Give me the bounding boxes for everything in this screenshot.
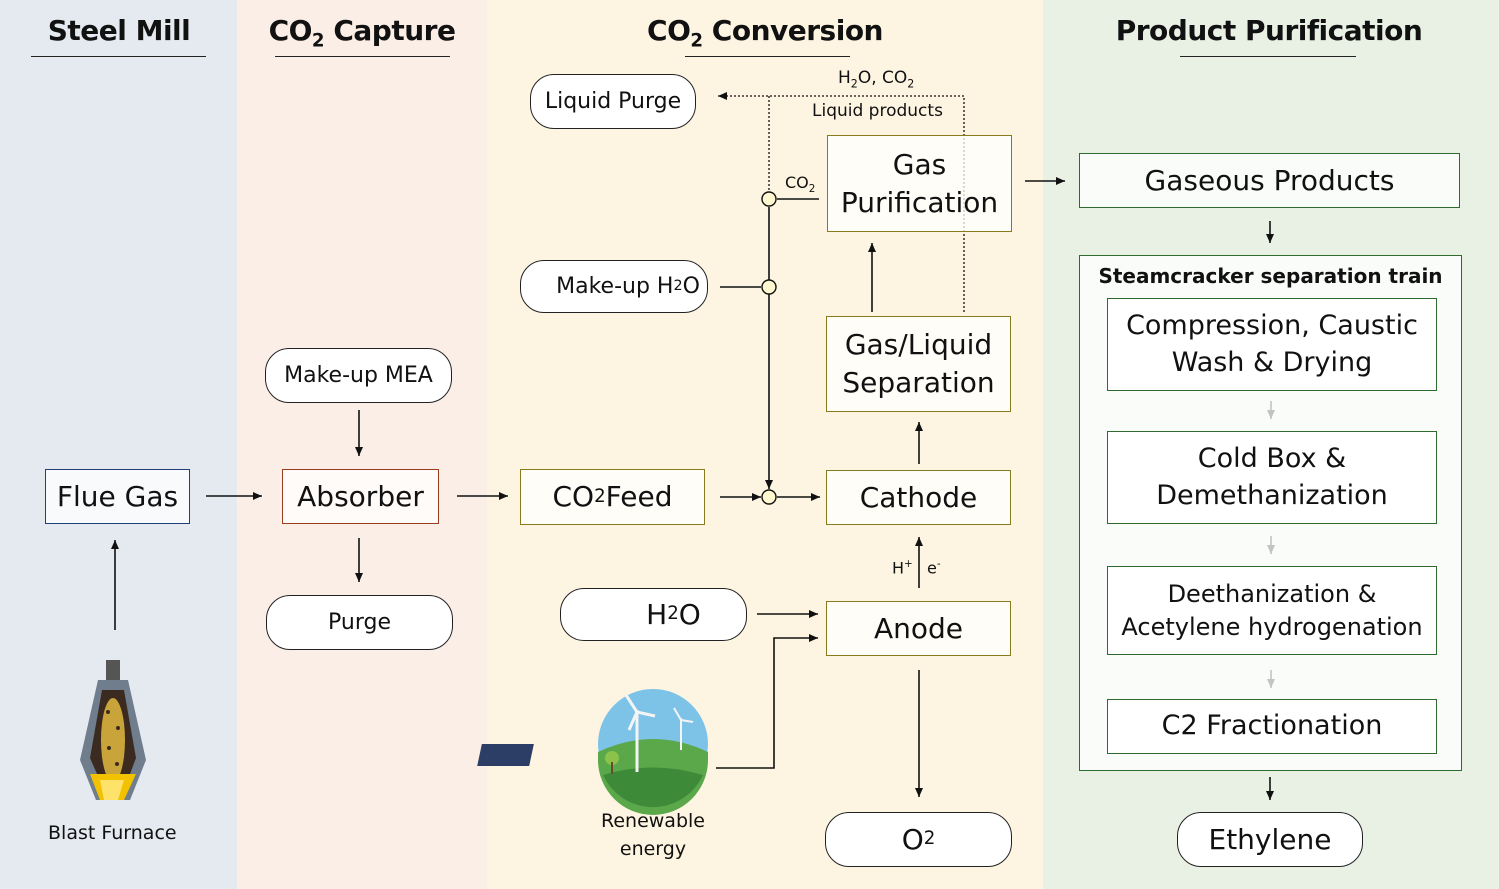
arrow-energy-to-anode (716, 634, 818, 769)
steamcracker-train-title: Steamcracker separation train (1098, 264, 1443, 288)
liquid-purge-box: Liquid Purge (530, 74, 696, 129)
deethanization-box: Deethanization & Acetylene hydrogenation (1107, 566, 1437, 655)
blast-furnace-icon (80, 660, 146, 800)
lane-title-steel-mill: Steel Mill (47, 14, 191, 47)
lane-rule-steel-mill (31, 56, 206, 57)
proton-label: H+ (892, 558, 913, 578)
absorber-box: Absorber (282, 469, 439, 524)
makeup-mea-box: Make-up MEA (265, 348, 452, 403)
lane-co2-capture (237, 0, 487, 889)
co2-tap-label: CO2 (785, 173, 816, 196)
purge-box: Purge (266, 595, 453, 650)
renewable-energy-icon (477, 689, 708, 815)
lane-title-co2-conversion: CO2 Conversion (647, 14, 883, 52)
gas-liquid-separation-box: Gas/Liquid Separation (826, 316, 1011, 412)
flue-gas-box: Flue Gas (45, 469, 190, 524)
electron-label: e- (927, 558, 941, 578)
c2-fractionation-box: C2 Fractionation (1107, 699, 1437, 754)
lane-rule-product-purification (1180, 56, 1356, 57)
renewable-energy-label: Renewable energy (601, 810, 705, 860)
lane-rule-co2-conversion (685, 56, 850, 57)
liquid-products-label: Liquid products (812, 101, 943, 121)
cold-box: Cold Box & Demethanization (1107, 431, 1437, 524)
lane-title-co2-capture: CO2 Capture (268, 14, 456, 52)
compression-box: Compression, Caustic Wash & Drying (1107, 298, 1437, 391)
recycle-h2o-co2-label: H2O, CO2 (838, 68, 915, 91)
junction-feed (761, 489, 777, 505)
lane-rule-co2-capture (275, 56, 450, 57)
gaseous-products-box: Gaseous Products (1079, 153, 1460, 208)
lane-title-product-purification: Product Purification (1115, 14, 1423, 47)
blast-furnace-label: Blast Furnace (48, 822, 177, 844)
junction-co2-tap (761, 191, 777, 207)
gas-purification-box: Gas Purification (827, 135, 1012, 232)
cathode-box: Cathode (826, 470, 1011, 525)
ethylene-box: Ethylene (1177, 812, 1363, 867)
anode-box: Anode (826, 601, 1011, 656)
junction-makeup-h2o (761, 279, 777, 295)
